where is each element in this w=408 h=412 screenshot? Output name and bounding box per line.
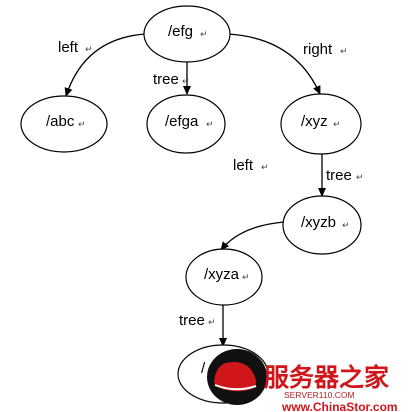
paragraph-mark: ↵ xyxy=(206,120,214,130)
paragraph-mark: ↵ xyxy=(200,30,208,40)
paragraph-mark: ↵ xyxy=(78,120,86,130)
node-xyz: /xyz ↵ xyxy=(280,93,362,155)
node-efg: /efg ↵ xyxy=(143,5,231,63)
paragraph-mark: ↵ xyxy=(85,45,93,55)
watermark: 服务器之家 SERVER110.COM www.ChinaStor.com xyxy=(207,349,398,412)
node-efga: /efga ↵ xyxy=(146,94,226,154)
node-efg-label: /efg xyxy=(168,23,193,40)
edge-label-efg-abc: left xyxy=(58,39,79,56)
node-last-label: / xyxy=(201,360,206,377)
paragraph-mark: ↵ xyxy=(356,173,364,183)
edge-label-efg-efga: tree xyxy=(153,71,179,88)
redhat-icon xyxy=(207,349,267,405)
edge-efg-abc xyxy=(64,33,147,97)
node-xyzb: /xyzb ↵ xyxy=(282,195,362,255)
paragraph-mark: ↵ xyxy=(242,273,250,283)
watermark-url: www.ChinaStor.com xyxy=(281,400,398,412)
node-xyzb-label: /xyzb xyxy=(301,214,336,231)
watermark-domain-small: SERVER110.COM xyxy=(284,390,355,400)
paragraph-mark: ↵ xyxy=(340,47,348,57)
paragraph-mark: ↵ xyxy=(208,318,216,328)
watermark-brand: 服务器之家 xyxy=(264,363,389,392)
node-xyza: /xyza ↵ xyxy=(185,248,263,306)
node-abc: /abc ↵ xyxy=(20,95,108,153)
edge-efg-xyz xyxy=(227,33,321,95)
paragraph-mark: ↵ xyxy=(342,221,350,231)
node-abc-label: /abc xyxy=(46,113,75,130)
node-xyza-label: /xyza xyxy=(204,266,240,283)
paragraph-mark: ↵ xyxy=(333,120,341,130)
edge-label-xyza-last: tree xyxy=(179,312,205,329)
node-xyz-label: /xyz xyxy=(301,113,328,130)
paragraph-mark: ↵ xyxy=(182,77,190,87)
edge-xyzb-xyza xyxy=(220,221,285,251)
edge-label-xyzb-xyza: left xyxy=(233,157,254,174)
paragraph-mark: ↵ xyxy=(261,163,269,173)
node-efga-label: /efga xyxy=(165,113,199,130)
edge-label-xyz-xyzb: tree xyxy=(326,167,352,184)
edge-label-efg-xyz: right xyxy=(303,41,333,58)
